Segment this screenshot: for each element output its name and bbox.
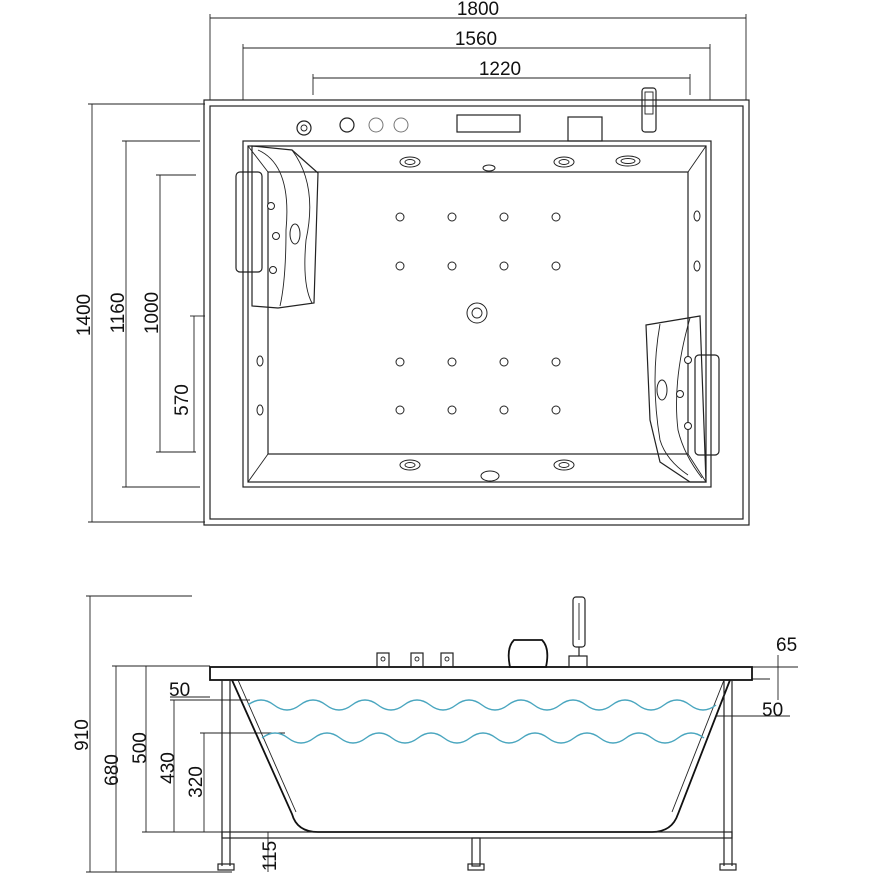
control-panel-display	[456, 114, 521, 133]
left-headrest-pillow	[235, 171, 263, 273]
rim-controls	[296, 87, 657, 142]
outer-rim	[203, 99, 750, 526]
side-height-label-500: 500	[130, 732, 151, 764]
side-height-label-320: 320	[186, 766, 207, 798]
right-label-50: 50	[762, 700, 783, 721]
side-right-dimensions: 65 50	[716, 635, 798, 721]
top-view: 1800 1560 1220 1400 1160 1000 570	[74, 0, 750, 526]
height-label-1400: 1400	[74, 294, 95, 336]
spout-icon	[507, 639, 549, 668]
height-label-1000: 1000	[142, 292, 163, 334]
faucet-spout-icon	[567, 116, 603, 142]
rim-inner-edge	[209, 105, 744, 520]
water-jets	[256, 155, 701, 482]
tub-basin	[242, 140, 712, 488]
water-waves	[247, 699, 717, 744]
button-icon	[393, 117, 409, 133]
height-label-570: 570	[172, 384, 193, 416]
side-controls	[376, 596, 588, 668]
height-label-1160: 1160	[108, 293, 129, 334]
drain-icon	[480, 470, 500, 482]
side-height-label-115: 115	[260, 841, 281, 871]
side-rim	[209, 666, 753, 681]
side-height-label-680: 680	[102, 754, 123, 786]
water-label-50: 50	[169, 680, 190, 701]
left-backrest	[235, 145, 319, 309]
right-label-65: 65	[776, 635, 797, 656]
valve-knob-icon	[410, 652, 424, 668]
side-height-label-430: 430	[158, 752, 179, 784]
valve-knob-icon	[376, 652, 390, 668]
width-dimensions: 1800 1560 1220	[209, 0, 747, 100]
button-icon	[339, 117, 355, 133]
control-knob-icon	[296, 120, 312, 136]
width-label-1220: 1220	[479, 59, 521, 80]
center-drain-icon	[466, 302, 488, 324]
width-label-1800: 1800	[457, 0, 499, 20]
floor-jets	[395, 212, 561, 415]
side-height-label-910: 910	[72, 719, 93, 751]
hand-shower-icon	[641, 87, 657, 133]
valve-knob-icon	[440, 652, 454, 668]
side-height-dimensions: 910 680 500 430 320 115 50	[72, 595, 292, 873]
tub-body	[231, 679, 731, 833]
button-icon	[368, 117, 384, 133]
support-frame	[217, 680, 737, 871]
right-headrest-pillow	[694, 354, 720, 456]
width-label-1560: 1560	[455, 29, 497, 50]
right-backrest	[645, 315, 720, 483]
height-dimensions: 1400 1160 1000 570	[74, 103, 205, 523]
shower-holder-icon	[568, 655, 588, 668]
side-view: 910 680 500 430 320 115 50 65 50	[72, 595, 798, 873]
